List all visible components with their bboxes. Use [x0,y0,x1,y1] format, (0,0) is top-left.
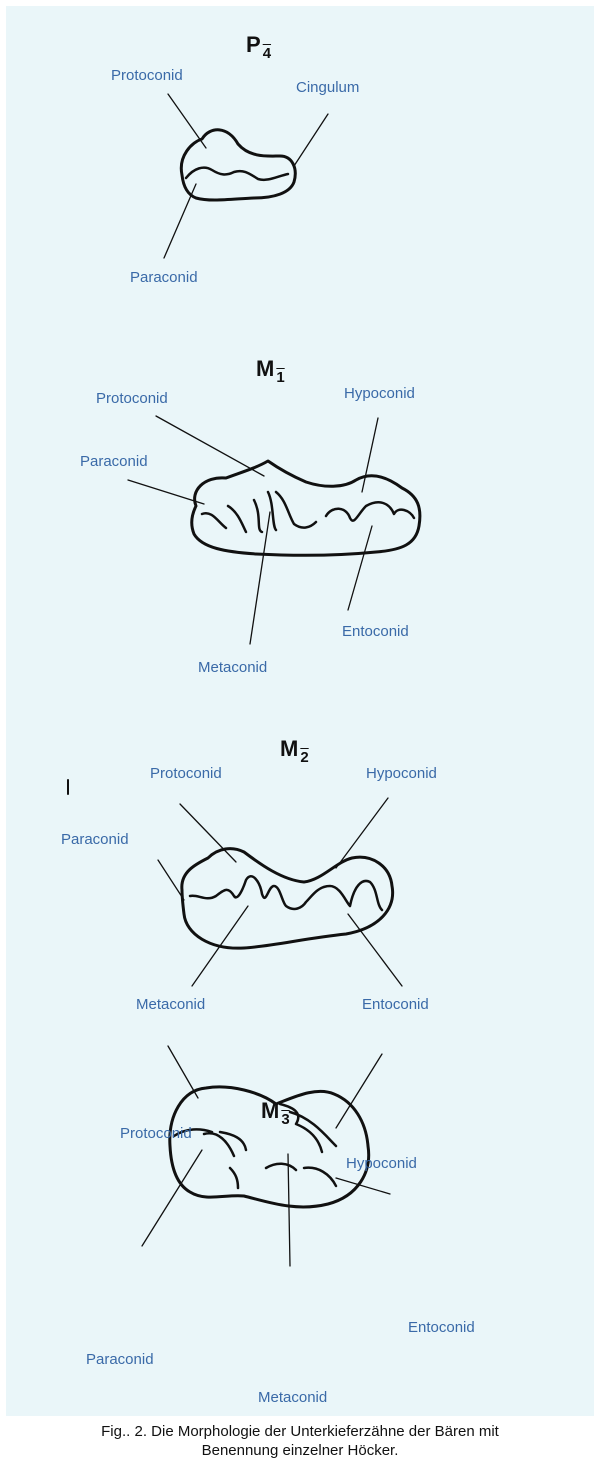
m1-title-letter: M [256,356,274,381]
m2-leader-lines [68,780,402,986]
p4-tooth-outline [181,130,295,200]
m2-title-subscript: 2 [300,749,308,766]
p4-cusp-ridge [186,168,288,180]
m2-label-paraconid: Paraconid [61,832,129,847]
m3-title-subscript: 3 [281,1111,289,1128]
m1-entoconid-leader [348,526,372,610]
m3-label-protoconid: Protoconid [120,1126,192,1141]
p4-protoconid-leader [168,94,206,148]
m3-metaconid-leader [288,1154,290,1266]
m3-label-entoconid: Entoconid [408,1320,475,1335]
m1-label-protoconid: Protoconid [96,391,168,406]
m1-label-hypoconid: Hypoconid [344,386,415,401]
p4-title-subscript: 4 [263,45,271,62]
p4-label-paraconid: Paraconid [130,270,198,285]
m2-cusp-ridge [190,876,382,910]
m1-cusp-ridge [202,492,414,532]
m2-label-hypoconid: Hypoconid [366,766,437,781]
m2-paraconid-leader [158,860,184,900]
m2-label-metaconid: Metaconid [136,997,205,1012]
m2-title-letter: M [280,736,298,761]
m3-label-metaconid: Metaconid [258,1390,327,1405]
m3-protoconid-leader [168,1046,198,1098]
m3-title-letter: M [261,1098,279,1123]
m2-protoconid-leader [180,804,236,862]
p4-cingulum-leader [294,114,328,166]
figure-caption: Fig.. 2. Die Morphologie der Unterkiefer… [0,1422,600,1460]
m1-label-paraconid: Paraconid [80,454,148,469]
m2-label-entoconid: Entoconid [362,997,429,1012]
p4-title-letter: P [246,32,261,57]
m1-protoconid-leader [156,416,264,476]
m1-hypoconid-leader [362,418,378,492]
m2-tooth-drawing [182,849,393,949]
m2-label-protoconid: Protoconid [150,766,222,781]
m1-title-subscript: 1 [276,369,284,386]
m1-tooth-outline [192,461,420,555]
m1-paraconid-leader [128,480,204,504]
p4-label-protoconid: Protoconid [111,68,183,83]
m1-tooth-drawing [192,461,420,555]
m1-leader-lines [128,416,378,644]
p4-label-cingulum: Cingulum [296,80,359,95]
m1-label-metaconid: Metaconid [198,660,267,675]
p4-tooth-drawing [181,130,295,200]
m3-cusp-ridge [174,1104,336,1188]
p4-paraconid-leader [164,184,196,258]
caption-line-1: Fig.. 2. Die Morphologie der Unterkiefer… [0,1422,600,1441]
m2-metaconid-leader [192,906,248,986]
m3-label-hypoconid: Hypoconid [346,1156,417,1171]
m1-label-entoconid: Entoconid [342,624,409,639]
caption-line-2: Benennung einzelner Höcker. [0,1441,600,1460]
tooth-drawings [6,6,594,1416]
m3-label-paraconid: Paraconid [86,1352,154,1367]
